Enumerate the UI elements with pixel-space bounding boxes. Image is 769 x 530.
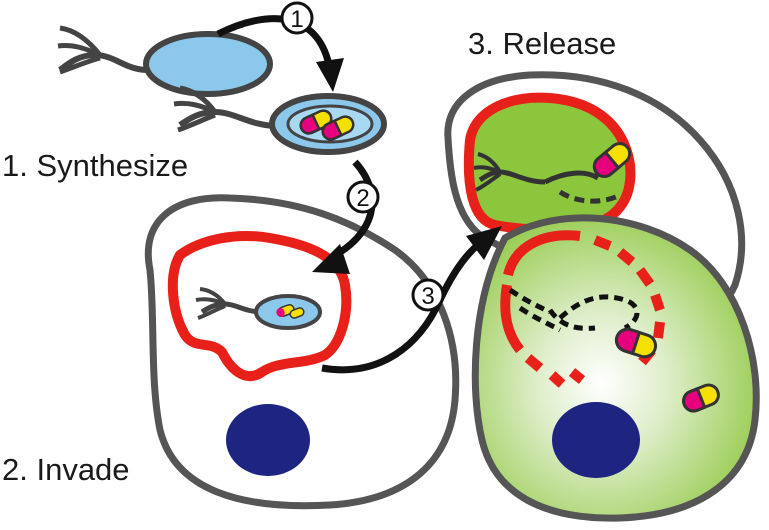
bacterium-fragments [508,287,640,333]
arrow-step-2 [328,159,376,262]
host-cell-released [471,214,760,522]
step-2-badge [346,180,380,214]
step-3-badge [411,278,445,312]
bacterium-releasing [473,152,622,204]
vacuole-back [463,92,636,235]
nucleus [226,404,310,476]
host-cell-invaded [144,194,460,510]
bacterium-loaded [173,85,387,155]
capsule [614,327,658,359]
label-release: 3. Release [468,26,617,61]
nucleus [552,402,640,478]
arrow-step-2-head [312,244,350,274]
bacterium-intracellular [195,287,322,330]
label-synthesize: 1. Synthesize [2,148,189,183]
vacuole-broken [500,230,665,388]
step-1-badge [280,1,314,35]
step-3-number: 3 [421,283,434,310]
arrow-step-1-head [316,58,344,92]
capsule [321,115,355,141]
capsule [682,383,720,413]
capsule [299,109,333,135]
label-invade: 2. Invade [2,452,130,487]
arrow-step-3 [321,239,485,374]
step-2-number: 2 [356,185,369,212]
capsule [592,142,632,178]
bacterium-free [57,25,273,97]
step-1-number: 1 [290,6,303,33]
arrow-step-3-head [466,226,502,260]
